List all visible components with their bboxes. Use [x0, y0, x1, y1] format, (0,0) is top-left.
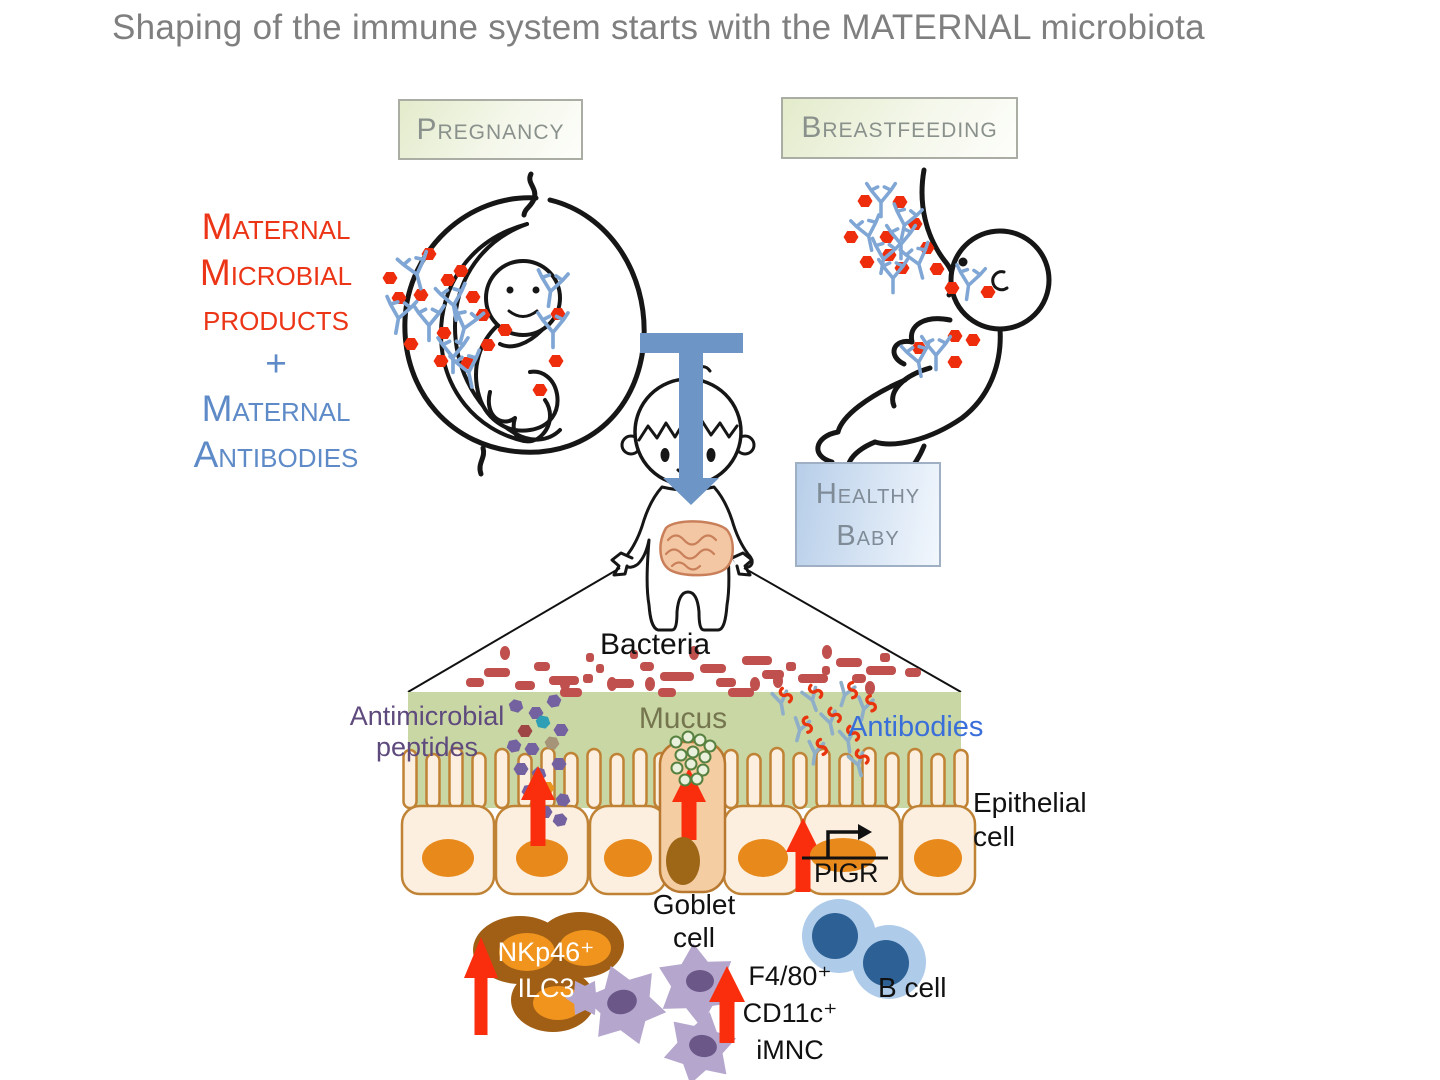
- b-cell-label: B cell: [878, 972, 947, 1003]
- womb-illustration: [379, 171, 647, 477]
- pregnancy-box: Pregnancy: [398, 99, 583, 160]
- maternal-line4: Maternal: [201, 388, 351, 429]
- page-title: Shaping of the immune system starts with…: [112, 8, 1205, 47]
- b-cells: [802, 899, 926, 999]
- magnifier-lines: [407, 567, 962, 693]
- goblet-cell-label: Goblet cell: [652, 889, 736, 953]
- epithelium: [400, 740, 977, 896]
- ilc3-cells: [473, 912, 624, 1032]
- bacteria-label: Bacteria: [600, 628, 711, 661]
- healthy-baby-box: Healthy Baby: [795, 462, 941, 567]
- antimicrobial-peptides-label: Antimicrobial peptides: [349, 701, 505, 762]
- toddler-left-hand: [610, 551, 634, 577]
- imnc-up-arrow-icon: [709, 966, 745, 1043]
- maternal-plus: +: [265, 342, 287, 384]
- transfer-down-arrow-icon: [640, 333, 743, 505]
- imnc-cells: [565, 934, 751, 1080]
- imnc-label: F4/80⁺ CD11c⁺ iMNC: [742, 961, 838, 1065]
- nursing-baby-head: [948, 228, 1052, 332]
- maternal-line2: Microbial: [199, 251, 353, 293]
- maternal-line1: Maternal: [201, 206, 351, 247]
- antibodies-label: Antibodies: [848, 711, 984, 743]
- ilc3-label: NKp46⁺ ILC3: [497, 937, 595, 1003]
- pregnancy-box-label: Pregnancy: [416, 112, 565, 146]
- intestine-icon: [659, 520, 734, 577]
- toddler-right-hand: [730, 551, 754, 577]
- amp-up-arrow-icon: [521, 766, 555, 846]
- pigr-label: PIGR: [814, 858, 879, 888]
- mucus-label: Mucus: [638, 702, 728, 735]
- ilc3-up-arrow-icon: [464, 937, 498, 1035]
- bacteria-icons: [466, 645, 921, 697]
- breastfeeding-box-label: Breastfeeding: [801, 111, 998, 144]
- maternal-line3: products: [203, 297, 349, 338]
- maternal-text-block: Maternal Microbial products + Maternal A…: [160, 204, 392, 477]
- healthy-baby-line1: Healthy: [815, 477, 921, 510]
- healthy-baby-line2: Baby: [836, 519, 900, 552]
- pigr-up-arrow-icon: [786, 818, 820, 892]
- pigr-promoter-icon: [802, 824, 888, 872]
- epithelial-cell-label: Epithelial cell: [973, 787, 1087, 852]
- goblet-granules: [666, 730, 717, 885]
- maternal-line5: Antibodies: [193, 433, 359, 475]
- breastfeeding-box: Breastfeeding: [781, 97, 1018, 159]
